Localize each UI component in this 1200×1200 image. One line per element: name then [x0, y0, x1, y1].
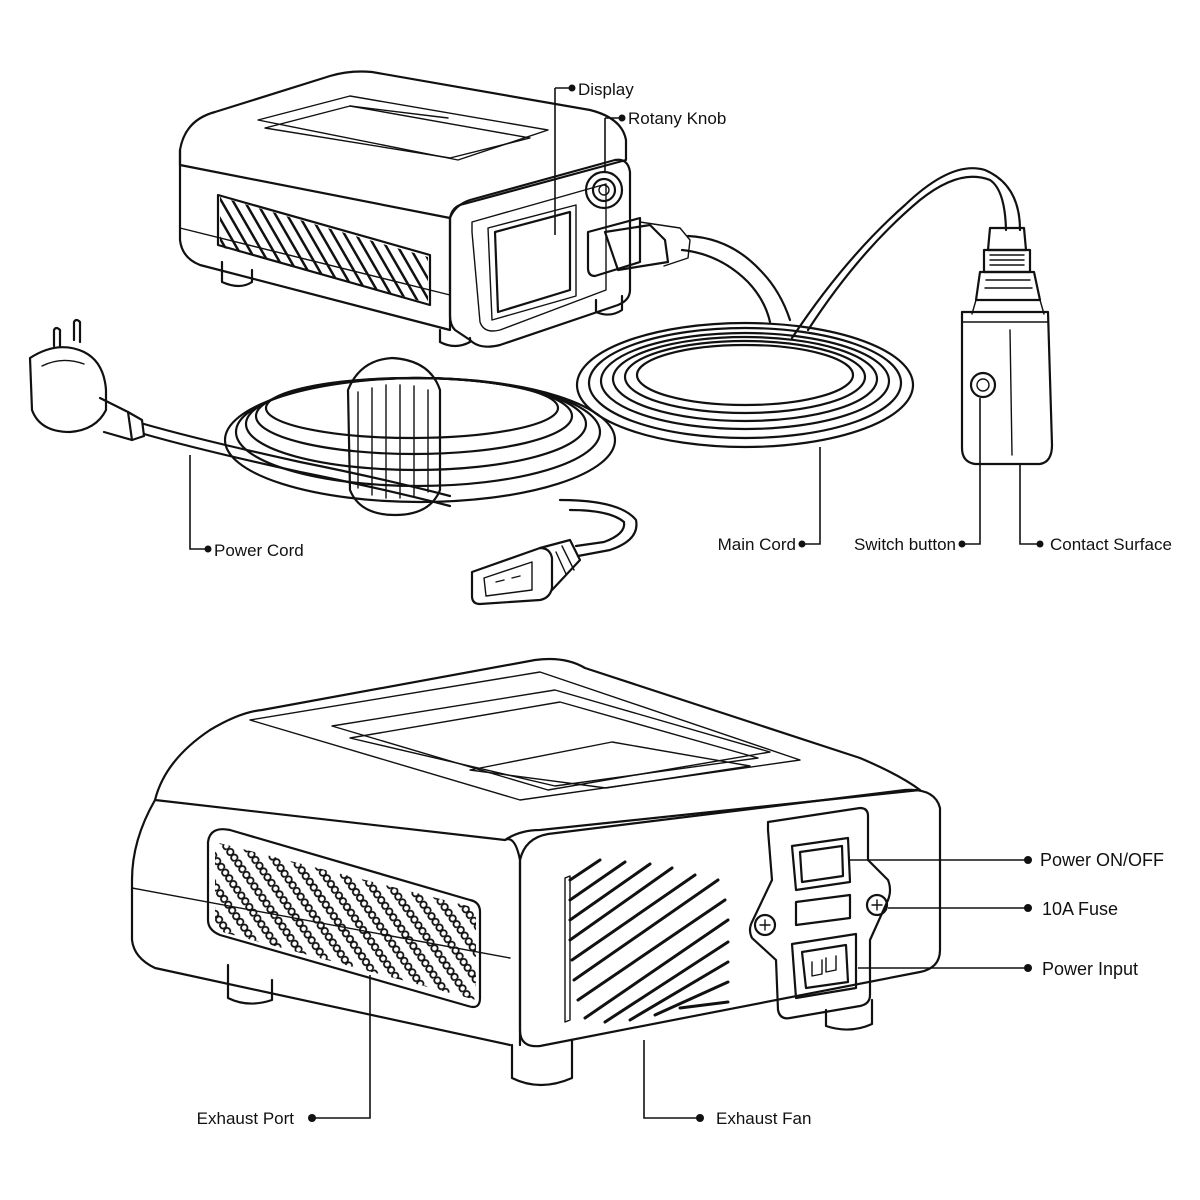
- bottom-device-illustration: [130, 657, 942, 1087]
- main-cord-coil: [575, 167, 1022, 449]
- exhaust-fan-label: Exhaust Fan: [716, 1109, 811, 1128]
- top-device-illustration: [178, 70, 691, 348]
- power-input-label: Power Input: [1042, 959, 1138, 979]
- handpiece: [960, 226, 1054, 466]
- switch-button-label: Switch button: [854, 535, 956, 554]
- exhaust-fan-slats: [564, 858, 730, 1024]
- rotary-knob-label: Rotany Knob: [628, 109, 726, 128]
- main-cord-label: Main Cord: [718, 535, 796, 554]
- leader-lines: [189, 84, 1044, 1122]
- contact-surface-label: Contact Surface: [1050, 535, 1172, 554]
- power-on-off-label: Power ON/OFF: [1040, 850, 1164, 870]
- fuse-label: 10A Fuse: [1042, 899, 1118, 919]
- display-label: Display: [578, 80, 634, 99]
- exhaust-port-label: Exhaust Port: [197, 1109, 295, 1128]
- power-cord-illustration: [28, 318, 638, 606]
- power-cord-label: Power Cord: [214, 541, 304, 560]
